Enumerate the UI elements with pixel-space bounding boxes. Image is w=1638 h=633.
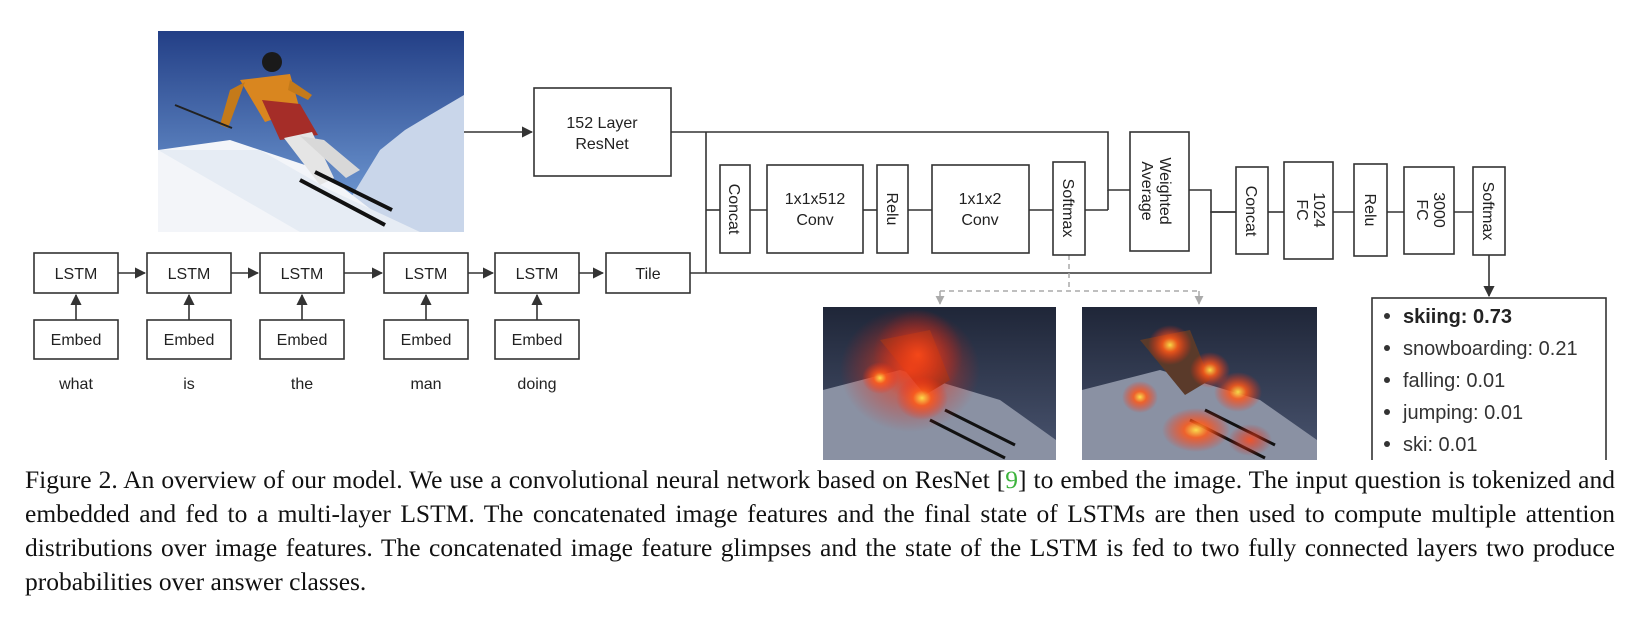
caption-text-start: Figure 2. An overview of our model. We u… xyxy=(25,465,1006,494)
bullet-icon xyxy=(1384,441,1390,447)
caption-text-end: ] to embed the image. The input question… xyxy=(25,465,1615,596)
resnet-block: 152 Layer ResNet xyxy=(533,87,672,177)
attention-concat-block: Concat xyxy=(719,164,751,254)
bullet-icon xyxy=(1384,313,1390,319)
conv-512-block: 1x1x512 Conv xyxy=(766,164,864,254)
answer-item: skiing: 0.73 xyxy=(1403,306,1512,328)
embed-label: Embed xyxy=(401,332,452,349)
attention-map-2 xyxy=(1082,307,1317,460)
lstm-label: LSTM xyxy=(168,266,211,283)
lstm-box xyxy=(259,252,345,294)
attention-softmax-label: Softmax xyxy=(1059,179,1076,238)
embed-box xyxy=(259,319,345,360)
embed-box xyxy=(383,319,469,360)
skier-photo xyxy=(158,31,464,232)
classifier-concat-label: Concat xyxy=(1242,186,1259,237)
bullet-icon xyxy=(1384,345,1390,351)
model-diagram: 152 Layer ResNet LSTM LSTM LSTM LSTM LST… xyxy=(33,31,1607,460)
resnet-label-line1: 152 Layer xyxy=(566,115,638,132)
attention-softmax-block: Softmax xyxy=(1052,161,1086,256)
attention-relu-block: Relu xyxy=(876,164,909,254)
embed-label: Embed xyxy=(164,332,215,349)
embed-label: Embed xyxy=(512,332,563,349)
conv-512-label-line2: Conv xyxy=(796,212,833,229)
attention-concat-label: Concat xyxy=(725,184,742,235)
fc-1024-label-line2: FC xyxy=(1293,199,1310,220)
lstm-label: LSTM xyxy=(281,266,324,283)
bullet-icon xyxy=(1384,377,1390,383)
weighted-average-label-line1: Weighted xyxy=(1156,157,1173,224)
question-word: the xyxy=(291,376,313,393)
classifier-relu-block: Relu xyxy=(1353,163,1388,257)
tile-label: Tile xyxy=(635,266,660,283)
classifier-concat-block: Concat xyxy=(1235,166,1269,255)
conv-2-label-line2: Conv xyxy=(961,212,998,229)
figure-caption: Figure 2. An overview of our model. We u… xyxy=(25,463,1615,599)
question-word: doing xyxy=(517,376,556,393)
tile-block: Tile xyxy=(605,252,691,294)
fc-1024-label-line1: 1024 xyxy=(1310,192,1327,228)
attention-map-1 xyxy=(823,307,1056,460)
bullet-icon xyxy=(1384,409,1390,415)
conv-2-label-line1: 1x1x2 xyxy=(959,191,1002,208)
weighted-average-label-line2: Average xyxy=(1138,161,1155,220)
lstm-box xyxy=(383,252,469,294)
question-word: what xyxy=(58,376,93,393)
answer-box: skiing: 0.73 snowboarding: 0.21 falling:… xyxy=(1371,297,1607,460)
classifier-softmax-label: Softmax xyxy=(1479,182,1496,241)
lstm-box xyxy=(146,252,232,294)
lstm-box xyxy=(494,252,580,294)
embed-label: Embed xyxy=(277,332,328,349)
conv-2-block: 1x1x2 Conv xyxy=(931,164,1030,254)
resnet-label-line2: ResNet xyxy=(575,136,629,153)
embed-label: Embed xyxy=(51,332,102,349)
conv-512-label-line1: 1x1x512 xyxy=(785,191,846,208)
skier-figure xyxy=(174,52,393,227)
classifier-relu-label: Relu xyxy=(1361,194,1378,227)
fc-3000-block: 3000 FC xyxy=(1403,166,1455,255)
weighted-average-block: Weighted Average xyxy=(1129,131,1190,252)
classifier-softmax-block: Softmax xyxy=(1472,166,1506,256)
fc-3000-label-line1: 3000 xyxy=(1430,192,1447,228)
attention-relu-label: Relu xyxy=(883,193,900,226)
embed-box xyxy=(494,319,580,360)
lstm-label: LSTM xyxy=(516,266,559,283)
embed-box xyxy=(146,319,232,360)
answer-item: falling: 0.01 xyxy=(1403,370,1505,392)
fc-3000-label-line2: FC xyxy=(1413,199,1430,220)
lstm-box xyxy=(33,252,119,294)
citation-link[interactable]: 9 xyxy=(1005,465,1019,494)
answer-item: ski: 0.01 xyxy=(1403,434,1477,456)
lstm-label: LSTM xyxy=(405,266,448,283)
question-word: is xyxy=(183,376,195,393)
fc-1024-block: 1024 FC xyxy=(1283,161,1334,260)
answer-item: jumping: 0.01 xyxy=(1402,402,1523,424)
question-word: man xyxy=(410,376,441,393)
answer-item: snowboarding: 0.21 xyxy=(1403,338,1578,360)
lstm-chain: LSTM LSTM LSTM LSTM LSTM Embed Embed Emb… xyxy=(33,252,605,393)
lstm-label: LSTM xyxy=(55,266,98,283)
connection-lines xyxy=(671,131,1495,305)
